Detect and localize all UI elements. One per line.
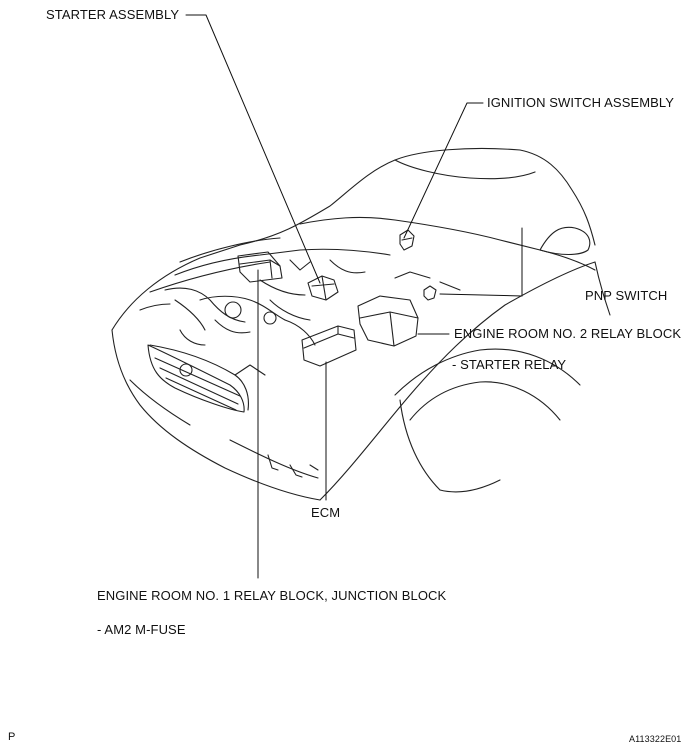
- ecm-shape: [301, 325, 357, 367]
- starter-assembly-shape: [307, 275, 339, 301]
- pnp-switch-shape: [423, 285, 437, 301]
- label-ignition-switch-assembly: IGNITION SWITCH ASSEMBLY: [487, 95, 675, 110]
- label-engine-room-no2-relay-block: ENGINE ROOM NO. 2 RELAY BLOCK: [454, 326, 682, 341]
- figure-id: A113322E01: [629, 734, 682, 744]
- page-marker: P: [8, 731, 16, 743]
- label-starter-relay: - STARTER RELAY: [452, 357, 567, 372]
- label-engine-room-no1-relay-block: ENGINE ROOM NO. 1 RELAY BLOCK, JUNCTION …: [97, 588, 447, 603]
- label-pnp-switch: PNP SWITCH: [585, 288, 668, 303]
- label-starter-assembly: STARTER ASSEMBLY: [46, 7, 180, 22]
- label-am2-m-fuse: - AM2 M-FUSE: [97, 622, 186, 637]
- grille: [147, 344, 245, 413]
- leader-lines: [185, 14, 523, 579]
- ignition-switch-shape: [399, 229, 415, 251]
- engine-room-no2-relay-block-shape: [357, 295, 419, 347]
- engine-bay: [164, 248, 461, 346]
- engine-room-no1-relay-block-shape: [237, 251, 283, 283]
- car-body-outline: [111, 147, 611, 501]
- label-ecm: ECM: [311, 505, 341, 520]
